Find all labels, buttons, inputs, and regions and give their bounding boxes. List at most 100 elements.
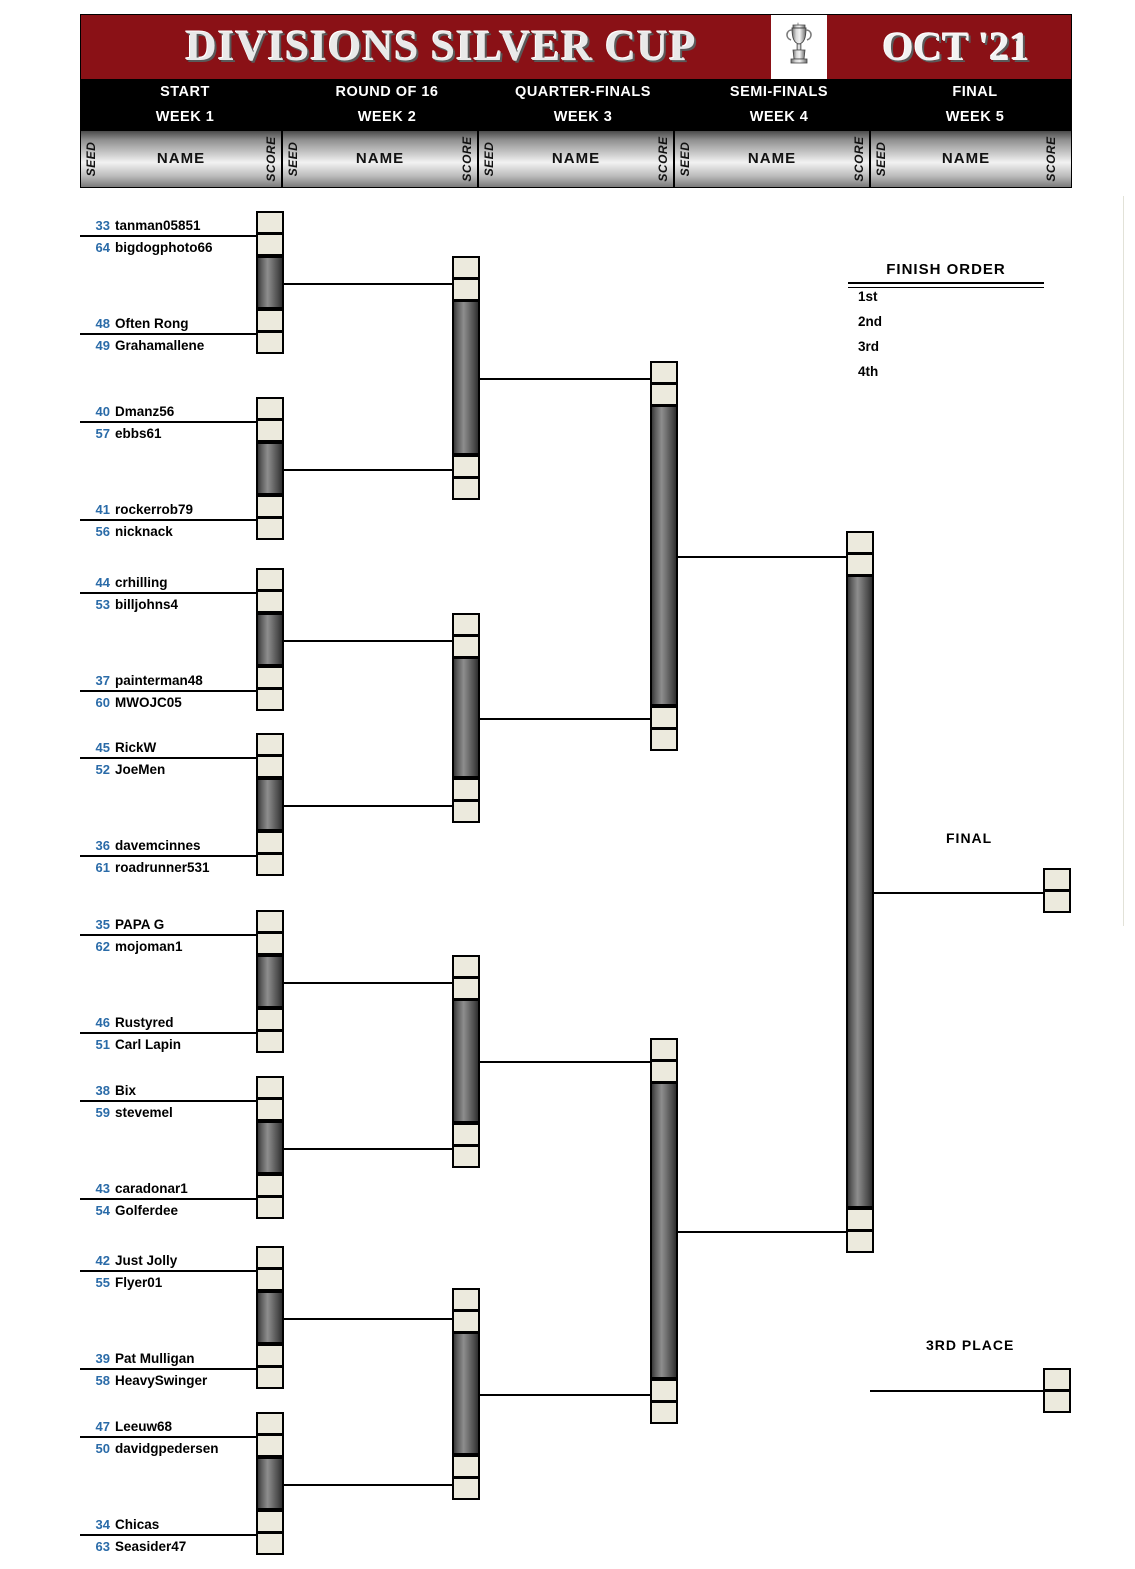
score-box-round1[interactable] <box>256 568 284 591</box>
score-box-round1[interactable] <box>256 397 284 420</box>
score-box-round1[interactable] <box>256 1510 284 1533</box>
score-box-round2[interactable] <box>452 977 480 1000</box>
score-box-round1[interactable] <box>256 309 284 332</box>
score-box-round1[interactable] <box>256 666 284 689</box>
score-box-round1[interactable] <box>256 1246 284 1269</box>
score-box-round1[interactable] <box>256 1344 284 1367</box>
score-box-round2[interactable] <box>452 1145 480 1168</box>
advance-line-round2 <box>480 1393 650 1396</box>
score-box-round3[interactable] <box>650 1379 678 1402</box>
score-box-final[interactable] <box>1043 890 1071 913</box>
score-box-round2[interactable] <box>452 800 480 823</box>
score-box-third-place[interactable] <box>1043 1368 1071 1391</box>
score-box-round3[interactable] <box>650 1038 678 1061</box>
score-box-round2[interactable] <box>452 1310 480 1333</box>
score-box-round1[interactable] <box>256 910 284 933</box>
score-box-round1[interactable] <box>256 1008 284 1031</box>
score-box-round1[interactable] <box>256 1434 284 1457</box>
score-box-third-place[interactable] <box>1043 1390 1071 1413</box>
score-box-round1[interactable] <box>256 211 284 234</box>
score-box-round1[interactable] <box>256 331 284 354</box>
score-box-round2[interactable] <box>452 1123 480 1146</box>
name-header-4: NAME <box>747 150 797 167</box>
score-box-round1[interactable] <box>256 1030 284 1053</box>
score-box-round1[interactable] <box>256 419 284 442</box>
score-box-round2[interactable] <box>452 635 480 658</box>
score-box-round1[interactable] <box>256 1174 284 1197</box>
score-box-round3[interactable] <box>650 383 678 406</box>
score-box-round1[interactable] <box>256 495 284 518</box>
score-box-round2[interactable] <box>452 455 480 478</box>
score-box-round1[interactable] <box>256 688 284 711</box>
score-box-round1[interactable] <box>256 1098 284 1121</box>
score-box-round1[interactable] <box>256 853 284 876</box>
score-box-round3[interactable] <box>650 1060 678 1083</box>
score-box-round1[interactable] <box>256 831 284 854</box>
score-box-round1[interactable] <box>256 733 284 756</box>
score-box-round2[interactable] <box>452 477 480 500</box>
score-box-round1[interactable] <box>256 1076 284 1099</box>
score-box-round1[interactable] <box>256 755 284 778</box>
score-box-round1[interactable] <box>256 590 284 613</box>
score-box-round1[interactable] <box>256 1196 284 1219</box>
score-box-round1[interactable] <box>256 1366 284 1389</box>
score-box-round4[interactable] <box>846 553 874 576</box>
score-box-round2[interactable] <box>452 1288 480 1311</box>
score-box-round2[interactable] <box>452 613 480 636</box>
score-box-round1[interactable] <box>256 233 284 256</box>
third-place-label: 3RD PLACE <box>926 1337 1015 1353</box>
score-box-round2[interactable] <box>452 778 480 801</box>
score-box-round2[interactable] <box>452 1455 480 1478</box>
score-box-round4[interactable] <box>846 1230 874 1253</box>
score-box-round3[interactable] <box>650 1401 678 1424</box>
score-box-round1[interactable] <box>256 1268 284 1291</box>
score-box-round1[interactable] <box>256 517 284 540</box>
score-box-round1[interactable] <box>256 932 284 955</box>
player-underline <box>80 421 256 423</box>
score-box-round4[interactable] <box>846 531 874 554</box>
score-box-round3[interactable] <box>650 361 678 384</box>
score-box-round4[interactable] <box>846 1208 874 1231</box>
score-box-round3[interactable] <box>650 706 678 729</box>
score-box-round3[interactable] <box>650 728 678 751</box>
score-box-round1[interactable] <box>256 1532 284 1555</box>
score-box-round2[interactable] <box>452 278 480 301</box>
score-box-round2[interactable] <box>452 955 480 978</box>
score-box-final[interactable] <box>1043 868 1071 891</box>
score-box-round2[interactable] <box>452 256 480 279</box>
score-box-round2[interactable] <box>452 1477 480 1500</box>
score-box-round1[interactable] <box>256 1412 284 1435</box>
